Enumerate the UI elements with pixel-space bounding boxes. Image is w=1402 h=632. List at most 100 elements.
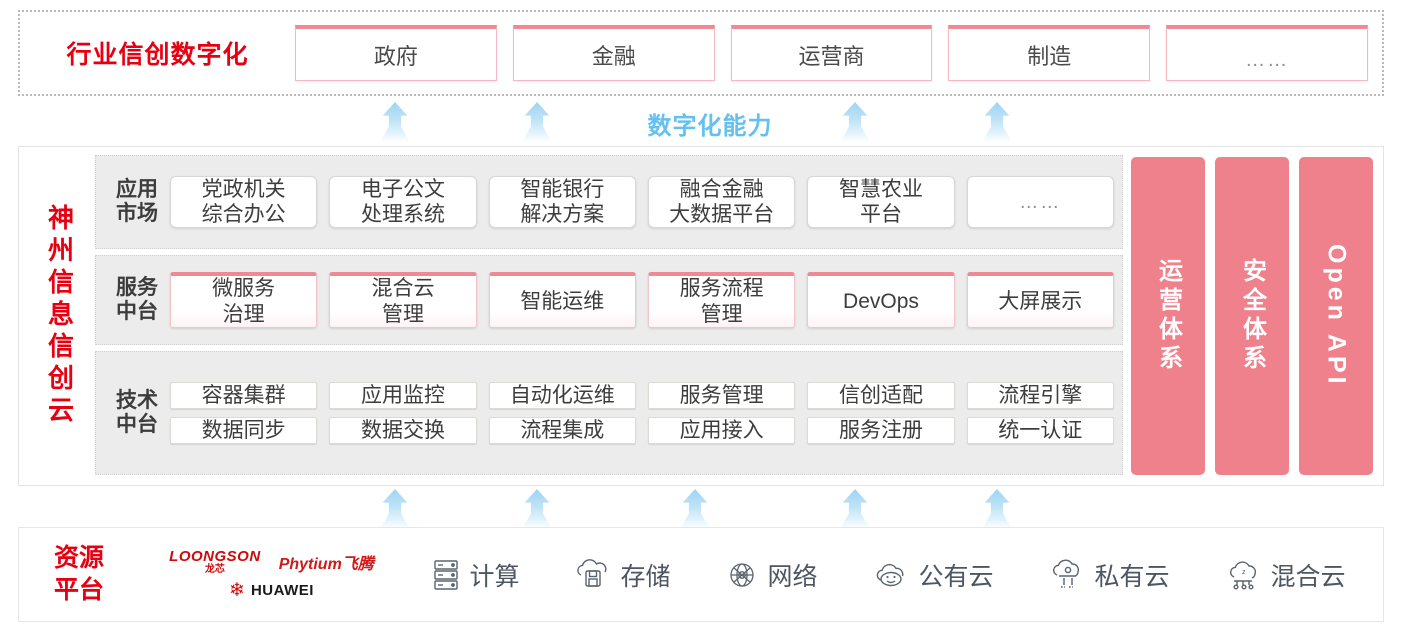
card-smart-bank[interactable]: 智能银行 解决方案: [488, 175, 636, 229]
resource-item-label: 计算: [469, 562, 520, 591]
layer-label-technology-platform: 技术 中台: [104, 389, 170, 438]
card-data-exchange[interactable]: 数据交换: [329, 417, 477, 445]
huawei-flower-icon: ❄: [229, 580, 245, 601]
layer-label-service-platform: 服务 中台: [104, 276, 170, 325]
card-fin-bigdata[interactable]: 融合金融 大数据平台: [647, 175, 796, 229]
card-intelligent-ops[interactable]: 智能运维: [488, 272, 636, 328]
service-platform-cards: 微服务 治理 混合云 管理 智能运维 服务流程 管理 DevOps 大屏展示: [170, 272, 1114, 328]
hybrid-cloud-icon: z: [1224, 559, 1262, 591]
industry-band-title: 行业信创数字化: [66, 41, 249, 69]
up-arrow-icon: [982, 102, 1012, 142]
capability-arrow-row-top: 数字化能力: [0, 100, 1402, 142]
resource-platform-panel: 资源 平台 LOONGSON 龙芯 Phytium飞腾 ❄ HUAWEI: [18, 527, 1384, 622]
resource-item-private-cloud[interactable]: 私有云: [1048, 557, 1170, 593]
card-process-integration[interactable]: 流程集成: [488, 417, 636, 445]
card-container-cluster[interactable]: 容器集群: [170, 381, 318, 409]
huawei-logo-text: HUAWEI: [250, 582, 314, 599]
svg-text:z: z: [1242, 569, 1246, 576]
huawei-logo: ❄ HUAWEI: [229, 581, 314, 600]
technology-row-2: 数据同步 数据交换 流程集成 应用接入 服务注册 统一认证: [170, 417, 1114, 445]
resource-title-line1: 资源: [53, 544, 104, 573]
side-column-security-system[interactable]: 安全体系: [1215, 157, 1289, 475]
layer-label-application-market: 应用 市场: [104, 178, 170, 227]
capability-label: 数字化能力: [647, 113, 773, 140]
side-column-label: Open API: [1322, 244, 1351, 388]
server-icon: [431, 558, 461, 592]
layer-technology-platform: 技术 中台 容器集群 应用监控 自动化运维 服务管理 信创适配 流程引擎: [95, 351, 1123, 475]
layer-label-line1: 技术: [116, 388, 158, 412]
card-unified-authentication[interactable]: 统一认证: [966, 417, 1114, 445]
up-arrow-icon: [840, 102, 870, 142]
card-application-more[interactable]: ……: [966, 175, 1114, 229]
phytium-logo: Phytium飞腾: [278, 556, 374, 573]
resource-item-label: 公有云: [918, 562, 994, 591]
cloud-layer-list: 应用 市场 党政机关 综合办公 电子公文 处理系统 智能银行 解决方案 融合金融…: [95, 155, 1123, 477]
layer-label-line1: 服务: [116, 275, 158, 299]
loongson-logo-en: LOONGSON: [169, 548, 261, 565]
network-globe-icon: [725, 559, 759, 591]
up-arrow-icon: [982, 489, 1012, 529]
industry-card-finance[interactable]: 金融: [512, 25, 715, 81]
private-cloud-icon: [1048, 559, 1086, 591]
resource-item-hybrid-cloud[interactable]: z 混合云: [1224, 557, 1346, 593]
card-process-engine[interactable]: 流程引擎: [966, 381, 1114, 409]
application-market-cards: 党政机关 综合办公 电子公文 处理系统 智能银行 解决方案 融合金融 大数据平台…: [170, 175, 1114, 229]
loongson-logo: LOONGSON 龙芯: [169, 549, 261, 575]
industry-card-manufacturing[interactable]: 制造: [948, 25, 1151, 81]
technology-platform-cards: 容器集群 应用监控 自动化运维 服务管理 信创适配 流程引擎 数据同步 数据交换…: [170, 381, 1114, 445]
industry-card-government[interactable]: 政府: [295, 25, 497, 81]
card-service-process-management[interactable]: 服务流程 管理: [647, 272, 796, 328]
up-arrow-icon: [522, 489, 552, 529]
resource-item-label: 私有云: [1094, 562, 1170, 591]
up-arrow-icon: [380, 102, 410, 142]
card-hybrid-cloud-management[interactable]: 混合云 管理: [329, 272, 477, 328]
vendor-row-1: LOONGSON 龙芯 Phytium飞腾: [169, 549, 374, 575]
cloud-panel: 神州信息信创云 应用 市场 党政机关 综合办公 电子公文 处理系统 智能银行 解…: [18, 146, 1384, 486]
card-devops[interactable]: DevOps: [807, 272, 955, 328]
card-service-registry[interactable]: 服务注册: [807, 417, 955, 445]
loongson-logo-cn: 龙芯: [204, 564, 225, 575]
resource-item-storage[interactable]: 存储: [574, 557, 671, 593]
resource-platform-title: 资源 平台: [19, 543, 139, 606]
resource-item-network[interactable]: 网络: [725, 557, 818, 593]
card-automated-ops[interactable]: 自动化运维: [488, 381, 636, 409]
side-column-label: 运营体系: [1154, 258, 1182, 374]
card-service-management[interactable]: 服务管理: [647, 381, 796, 409]
resource-title-line2: 平台: [53, 575, 104, 604]
industry-band: 行业信创数字化 政府 金融 运营商 制造 ……: [18, 10, 1384, 96]
industry-card-more[interactable]: ……: [1166, 25, 1368, 81]
cloud-storage-icon: [574, 558, 612, 591]
card-xinchuang-adaptation[interactable]: 信创适配: [807, 381, 955, 409]
up-arrow-icon: [522, 102, 552, 142]
card-application-access[interactable]: 应用接入: [647, 417, 796, 445]
card-smart-agriculture[interactable]: 智慧农业 平台: [807, 175, 955, 229]
card-application-monitoring[interactable]: 应用监控: [329, 381, 477, 409]
side-column-operations-system[interactable]: 运营体系: [1131, 157, 1205, 475]
layer-service-platform: 服务 中台 微服务 治理 混合云 管理 智能运维 服务流程 管理 DevOps …: [95, 255, 1123, 345]
card-edoc-system[interactable]: 电子公文 处理系统: [329, 175, 477, 229]
resource-item-label: 存储: [620, 562, 671, 591]
public-cloud-icon: [872, 560, 910, 590]
side-column-label: 安全体系: [1238, 258, 1266, 374]
resource-item-list: 计算 存储: [404, 557, 1383, 593]
resource-item-label: 网络: [767, 562, 818, 591]
side-column-open-api[interactable]: Open API: [1299, 157, 1373, 475]
industry-card-list: 政府 金融 运营商 制造 ……: [295, 25, 1382, 81]
layer-label-line1: 应用: [116, 177, 158, 201]
card-data-sync[interactable]: 数据同步: [170, 417, 318, 445]
card-government-office[interactable]: 党政机关 综合办公: [170, 175, 318, 229]
vendor-logo-group: LOONGSON 龙芯 Phytium飞腾 ❄ HUAWEI: [139, 549, 404, 600]
capability-arrow-row-bottom: [0, 487, 1402, 529]
card-big-screen-display[interactable]: 大屏展示: [966, 272, 1114, 328]
layer-label-line2: 中台: [116, 413, 158, 436]
resource-item-compute[interactable]: 计算: [431, 557, 520, 593]
vendor-row-2: ❄ HUAWEI: [229, 581, 314, 600]
technology-row-1: 容器集群 应用监控 自动化运维 服务管理 信创适配 流程引擎: [170, 381, 1114, 409]
card-microservice-governance[interactable]: 微服务 治理: [170, 272, 318, 328]
industry-card-telecom[interactable]: 运营商: [730, 25, 933, 81]
up-arrow-icon: [680, 489, 710, 529]
cloud-panel-title: 神州信息信创云: [44, 204, 75, 428]
resource-item-public-cloud[interactable]: 公有云: [872, 557, 994, 593]
layer-label-line2: 中台: [116, 300, 158, 323]
